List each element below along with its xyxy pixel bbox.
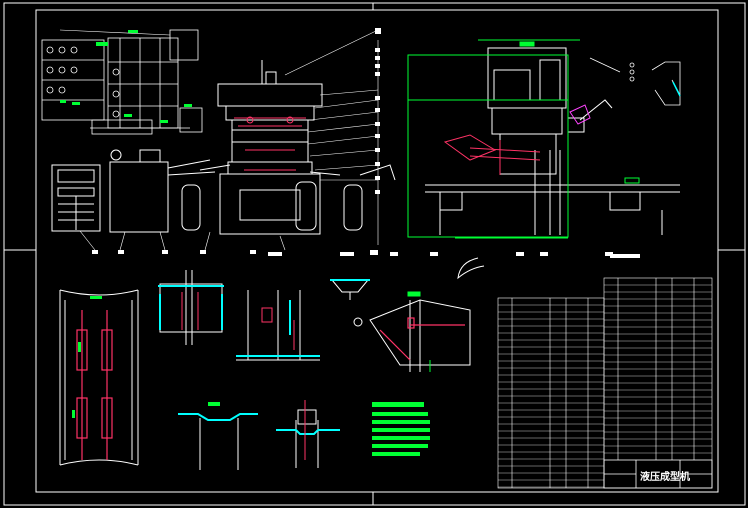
magenta-part	[569, 104, 591, 125]
lower-detail-e-green	[208, 402, 220, 406]
section-detail-b-accent	[236, 300, 320, 357]
production-line-side-view	[425, 47, 680, 235]
main-press-front-view	[217, 60, 323, 235]
parts-list-rows	[498, 284, 712, 488]
production-line-green-outline	[407, 39, 640, 239]
production-line-callouts	[430, 252, 640, 258]
lower-detail-e	[199, 418, 239, 470]
section-detail-a-accent	[158, 285, 224, 330]
section-detail-a	[159, 270, 223, 345]
lower-detail-e-accent	[178, 413, 258, 421]
hook-detail	[457, 257, 485, 280]
drawing-frame	[3, 2, 746, 506]
lower-detail-f	[295, 409, 319, 468]
column-guide-detail	[59, 289, 139, 466]
column-green-labels	[72, 296, 102, 418]
hydraulic-power-unit	[109, 149, 216, 233]
section-detail-b-hatch	[261, 307, 295, 350]
electrical-cabinet	[51, 164, 101, 232]
top-right-accent	[672, 81, 681, 97]
section-detail-d	[369, 299, 471, 372]
section-detail-d-accent	[407, 291, 431, 372]
accumulator-cylinders	[181, 164, 396, 231]
section-detail-b	[236, 290, 320, 361]
technical-notes-block	[372, 402, 430, 456]
title-block-text: 液压成型机	[640, 470, 690, 483]
title-block	[603, 459, 713, 489]
production-line-hatch	[443, 134, 541, 175]
column-guide-hatch	[76, 310, 113, 460]
section-detail-c	[330, 279, 370, 327]
control-circuit-schematic	[41, 29, 203, 135]
section-detail-d-hatch	[379, 317, 465, 361]
schematic-green-tags	[60, 30, 192, 123]
lower-detail-f-accent	[276, 429, 340, 435]
top-right-detail	[589, 57, 681, 106]
section-detail-a-hatch	[181, 292, 199, 330]
callout-bubbles	[92, 28, 398, 256]
press-hatch-area	[234, 116, 306, 171]
